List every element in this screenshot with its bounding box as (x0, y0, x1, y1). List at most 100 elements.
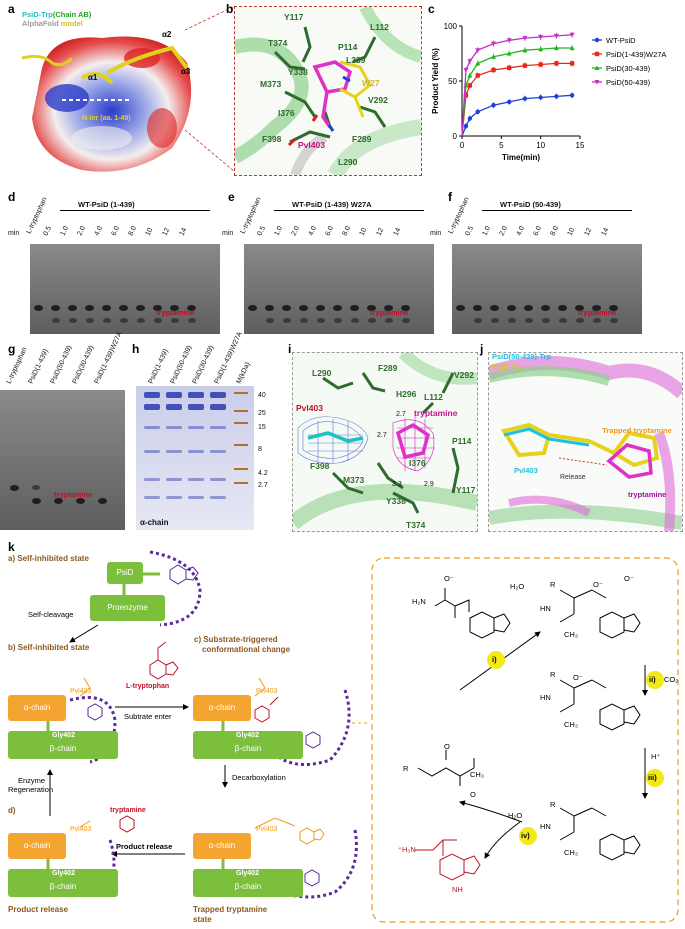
data-point (538, 46, 544, 52)
hplus-label: H⁺ (651, 752, 661, 761)
label-alpha1: α1 (88, 73, 98, 82)
legend-marker (594, 37, 600, 43)
gel-marker-label: 15 (258, 424, 266, 431)
tlc-lane-label: 14 (178, 226, 189, 237)
tlc-min-label: min (8, 230, 20, 237)
res-i-Pvl403: Pvl403 (296, 403, 323, 413)
data-point (569, 61, 575, 66)
series-line (461, 62, 573, 137)
ltrp-label: L-tryptophan (126, 683, 170, 690)
data-point (553, 33, 559, 39)
gel-band (188, 426, 204, 429)
data-point (467, 116, 473, 121)
tlc-g-lane-label: PsiD(50-439) (49, 344, 74, 385)
o-4a: O (444, 742, 450, 751)
y-tick-label: 50 (448, 77, 457, 86)
tlc-lane-label: 6.0 (532, 225, 544, 237)
active-site-density-image (293, 353, 477, 530)
tlc-lane-label: 6.0 (324, 225, 336, 237)
gel-marker-band (234, 444, 248, 446)
data-point (538, 35, 544, 40)
tlc-lane-label: 2.0 (76, 225, 88, 237)
beta-chain-b: β-chain (8, 731, 118, 759)
data-point (538, 95, 543, 100)
tlc-lane-label: 4.0 (515, 225, 527, 237)
trapped-state-1: Trapped tryptamine (193, 905, 268, 914)
tlc-g-spot (76, 498, 85, 504)
tlc-spot-lower (103, 318, 111, 323)
legend-model: model (58, 19, 83, 28)
tlc-lane-label: 10 (566, 226, 577, 237)
ch3-2: CH₃ (564, 630, 578, 639)
tlc-lane-label: 1.0 (481, 225, 493, 237)
tlc-lane-label: 0.5 (464, 225, 476, 237)
tlc-lane-label: 8.0 (341, 225, 353, 237)
pvl-b: Pvl403 (70, 688, 92, 695)
pvl-e: Pvl403 (256, 826, 278, 833)
product-release-state: Product release (8, 905, 69, 914)
tlc-spot-upper (575, 305, 584, 311)
dist-4: 2.9 (424, 481, 434, 488)
res-i-L290: L290 (312, 368, 332, 378)
gel-band (188, 496, 204, 499)
data-point (475, 60, 481, 66)
tlc-lane-label: 0.5 (256, 225, 268, 237)
step-iv: iv) (521, 831, 530, 840)
gel-image (136, 386, 254, 530)
gel-marker-label: 8 (258, 446, 262, 453)
gel-marker-band (234, 392, 248, 394)
data-point (475, 48, 481, 53)
tlc-g-spot (32, 498, 41, 504)
res-b-I376: I376 (278, 108, 295, 118)
beta-chain-e: β-chain (193, 869, 303, 897)
panel-j-structure (488, 352, 683, 532)
o-minus-1: O⁻ (444, 574, 454, 583)
panel-label-h: h (132, 342, 140, 356)
tlc-spot-lower (351, 318, 359, 323)
tlc-spot-lower (86, 318, 94, 323)
tlc-spot-lower (137, 318, 145, 323)
data-point (491, 103, 496, 108)
gel-marker-label: 25 (258, 410, 266, 417)
tlc-spot-lower (525, 318, 533, 323)
tlc-spot-upper (541, 305, 550, 311)
res-i-P114: P114 (452, 436, 472, 446)
data-point (490, 41, 496, 47)
tlc-title: WT-PsiD (1-439) W27A (292, 200, 372, 209)
res-i-F398: F398 (310, 461, 330, 471)
enzyme-regen-label-1: Enzyme (18, 776, 46, 785)
tlc-spot-upper (609, 305, 618, 311)
panel-label-i: i (288, 342, 292, 356)
h2o-label: H₂O (510, 582, 525, 591)
panel-label-f: f (448, 190, 452, 204)
trapped-state-2: state (193, 915, 212, 924)
tlc-lane-label: 10 (358, 226, 369, 237)
tlc-spot-upper (85, 305, 94, 311)
h3n-product: ⁺H₃N (398, 845, 416, 854)
protein-surface-image (22, 36, 192, 172)
tlc-lane-label: 2.0 (498, 225, 510, 237)
state-c-label-1: c) Substrate-triggered (194, 635, 278, 644)
data-point (507, 99, 512, 105)
tlc-lane-label: 4.0 (307, 225, 319, 237)
tlc-g-lane-label: PsiD(1-439) (27, 348, 50, 385)
tlc-spot-upper (34, 305, 43, 311)
res-b-Y338: Y338 (288, 67, 308, 77)
data-point (463, 93, 469, 98)
tlc-spot-upper (316, 305, 325, 311)
r-3: R (550, 670, 556, 679)
legend-label: PsiD(1-439)W27A (606, 50, 666, 59)
label-nter: N-ter (aa. 1-49) (82, 115, 131, 122)
tlc-lane-label: 6.0 (110, 225, 122, 237)
ch3-5: CH₃ (564, 848, 578, 857)
gel-lane-label: PsiD(1-439) (147, 348, 170, 385)
res-i-T374: T374 (406, 520, 426, 530)
res-i-Y117: Y117 (456, 485, 476, 495)
hn-2: HN (540, 604, 551, 613)
mechanism-diagram-lines (46, 550, 679, 923)
sds-gel-h: PsiD(1-439)PsiD(50-439)PsiD(30-439)PsiD(… (130, 331, 285, 532)
res-b-P114: P114 (338, 42, 358, 52)
data-point (507, 65, 512, 70)
